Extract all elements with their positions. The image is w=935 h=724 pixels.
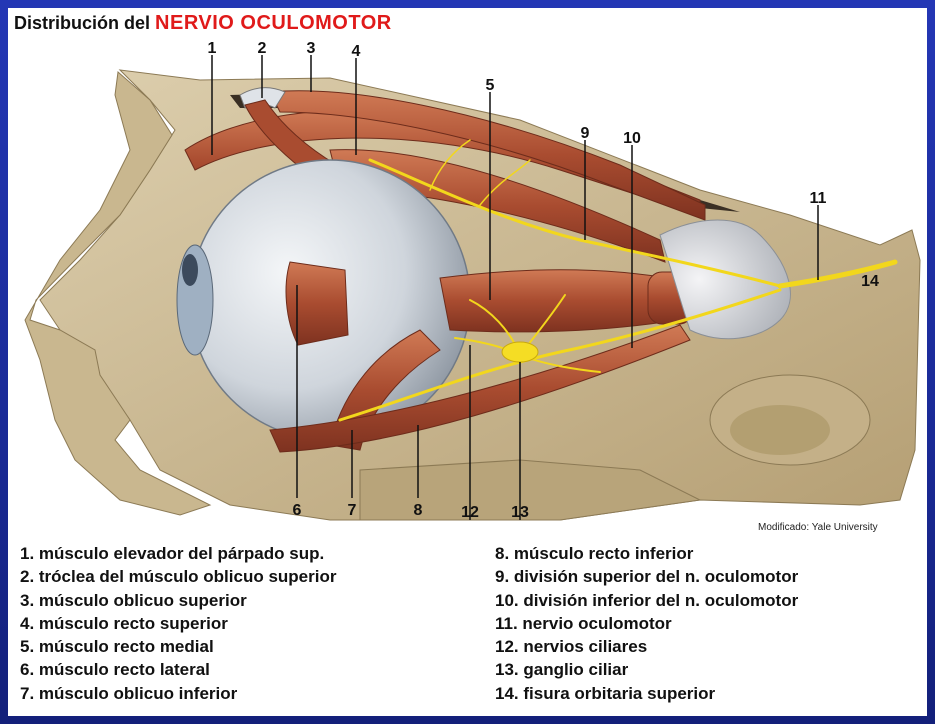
callout-10: 10 (623, 130, 641, 147)
callout-8: 8 (414, 502, 423, 519)
legend-item: 2. tróclea del músculo oblicuo superior (20, 565, 336, 588)
legend-right: 8. músculo recto inferior 9. división su… (495, 542, 798, 705)
legend-item: 4. músculo recto superior (20, 612, 336, 635)
callout-3: 3 (307, 40, 316, 57)
callout-13: 13 (511, 504, 529, 521)
callout-11: 11 (810, 190, 827, 207)
legend-item: 11. nervio oculomotor (495, 612, 798, 635)
legend-item: 10. división inferior del n. oculomotor (495, 589, 798, 612)
callout-12: 12 (461, 504, 479, 521)
legend-item: 6. músculo recto lateral (20, 658, 336, 681)
callout-14: 14 (861, 273, 879, 290)
legend-item: 14. fisura orbitaria superior (495, 682, 798, 705)
legend-left: 1. músculo elevador del párpado sup. 2. … (20, 542, 336, 705)
anatomy-illustration: 1 2 3 4 5 9 10 11 14 6 7 8 12 13 (8, 8, 927, 528)
callout-4: 4 (352, 43, 361, 60)
callout-9: 9 (581, 125, 590, 142)
callout-5: 5 (486, 77, 495, 94)
callout-6: 6 (293, 502, 302, 519)
iris (182, 254, 198, 286)
legend-item: 3. músculo oblicuo superior (20, 589, 336, 612)
legend-item: 1. músculo elevador del párpado sup. (20, 542, 336, 565)
callout-1: 1 (208, 40, 217, 57)
callout-2: 2 (258, 40, 267, 57)
legend-item: 8. músculo recto inferior (495, 542, 798, 565)
bone-texture (730, 405, 830, 455)
legend-item: 13. ganglio ciliar (495, 658, 798, 681)
lateral-rectus-insertion (286, 262, 348, 345)
ciliary-ganglion (502, 342, 538, 362)
legend-item: 9. división superior del n. oculomotor (495, 565, 798, 588)
legend-item: 7. músculo oblicuo inferior (20, 682, 336, 705)
credit-note: Modificado: Yale University (758, 522, 878, 533)
legend-item: 12. nervios ciliares (495, 635, 798, 658)
callout-7: 7 (348, 502, 357, 519)
legend-item: 5. músculo recto medial (20, 635, 336, 658)
